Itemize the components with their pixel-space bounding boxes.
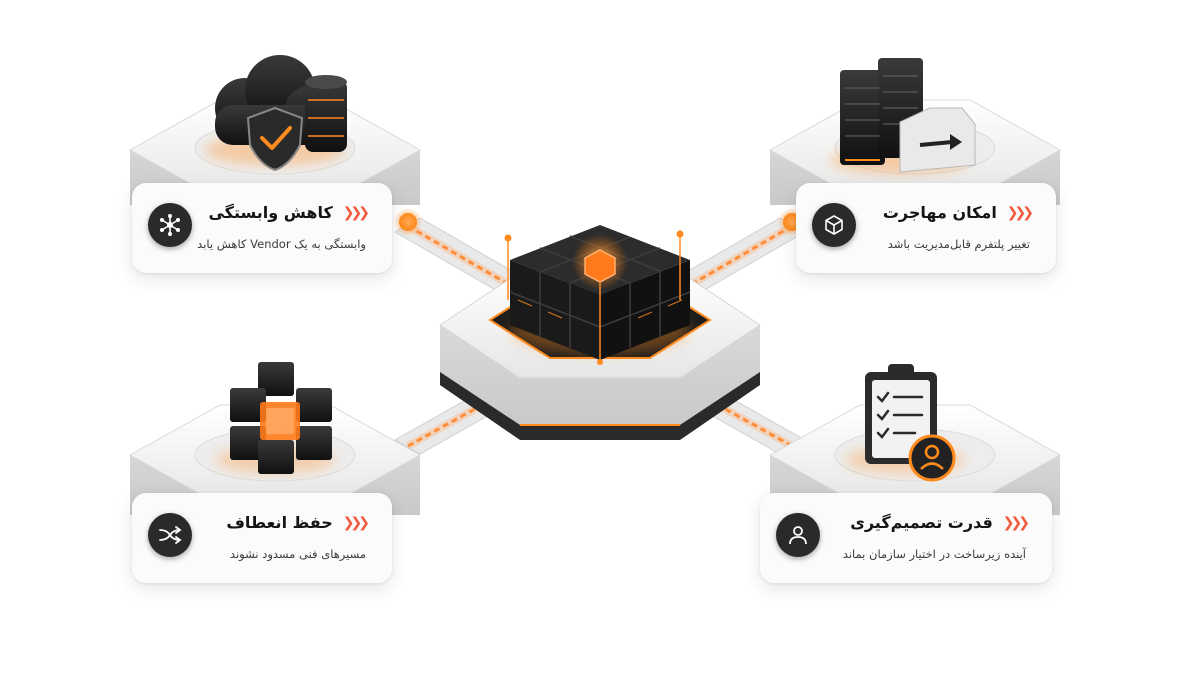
card-title: ❯❯❯ قدرت تصمیم‌گیری xyxy=(850,513,1030,532)
card-subtitle: وابستگی به یک Vendor کاهش یابد xyxy=(197,237,366,251)
chevrons-icon: ❯❯❯ xyxy=(342,204,370,221)
card-title-text: امکان مهاجرت xyxy=(882,203,997,222)
card-decision-power: ❯❯❯ قدرت تصمیم‌گیری آینده زیرساخت در اخت… xyxy=(760,493,1052,583)
card-reduce-dependency: ❯❯❯ کاهش وابستگی وابستگی به یک Vendor کا… xyxy=(132,183,392,273)
card-subtitle: تغییر پلتفرم قابل‌مدیریت باشد xyxy=(887,237,1030,251)
shuffle-arrows-icon xyxy=(148,513,192,557)
card-flexibility: ❯❯❯ حفظ انعطاف مسیرهای فنی مسدود نشوند xyxy=(132,493,392,583)
shield-check-icon xyxy=(246,106,304,172)
modular-cubes-icon xyxy=(215,362,335,474)
card-subtitle: مسیرهای فنی مسدود نشوند xyxy=(229,547,366,561)
user-icon xyxy=(776,513,820,557)
folder-arrow-icon xyxy=(899,107,976,173)
card-title-text: قدرت تصمیم‌گیری xyxy=(850,513,993,532)
rail-node-glow-top-left xyxy=(394,208,422,236)
card-title: ❯❯❯ امکان مهاجرت xyxy=(882,203,1034,222)
network-nodes-icon xyxy=(148,203,192,247)
server-rack-migration-icon xyxy=(830,58,976,174)
card-title: ❯❯❯ کاهش وابستگی xyxy=(208,203,370,222)
clipboard-checklist-user-icon xyxy=(845,364,965,482)
chevrons-icon: ❯❯❯ xyxy=(1006,204,1034,221)
card-subtitle: آینده زیرساخت در اختیار سازمان بماند xyxy=(842,547,1026,561)
server-cube-icon xyxy=(439,225,761,440)
card-migration: ❯❯❯ امکان مهاجرت تغییر پلتفرم قابل‌مدیری… xyxy=(796,183,1056,273)
card-title-text: حفظ انعطاف xyxy=(226,513,333,532)
card-title-text: کاهش وابستگی xyxy=(208,203,333,222)
cloud-shield-database-icon xyxy=(205,55,347,172)
chevrons-icon: ❯❯❯ xyxy=(1002,514,1030,531)
user-badge-icon xyxy=(908,434,956,482)
cube-box-icon xyxy=(812,203,856,247)
database-icon xyxy=(305,75,347,152)
chevrons-icon: ❯❯❯ xyxy=(342,514,370,531)
card-title: ❯❯❯ حفظ انعطاف xyxy=(226,513,370,532)
